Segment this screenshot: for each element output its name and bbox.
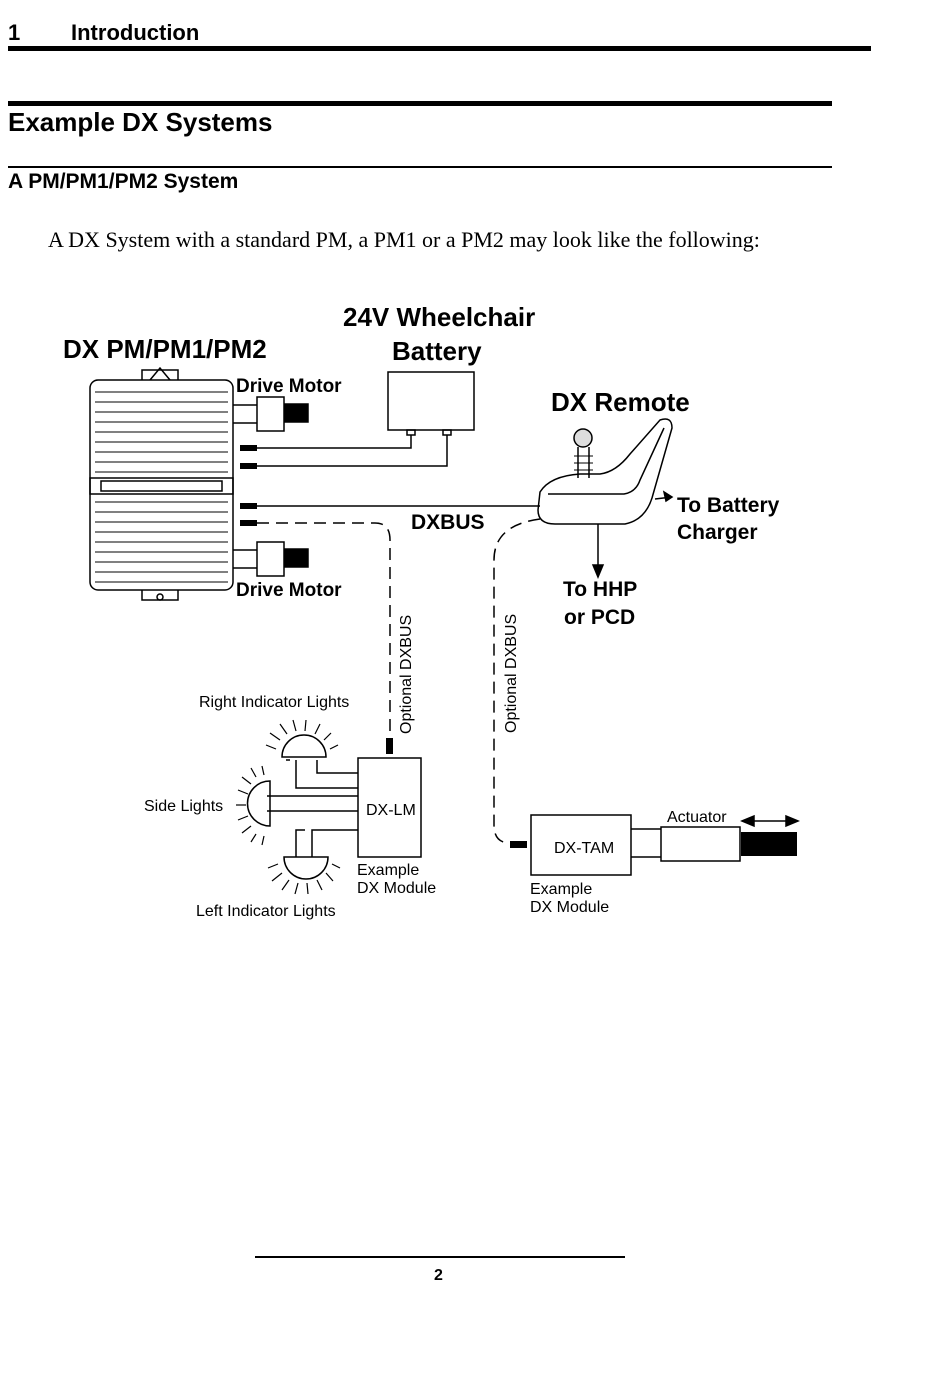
battery-cable <box>257 435 412 449</box>
left-indicator-label: Left Indicator Lights <box>196 903 336 920</box>
dx-lm-note-line1: Example <box>357 862 419 879</box>
dx-remote <box>537 418 673 525</box>
battery-title-line2: Battery <box>392 336 482 366</box>
dx-system-diagram: DX PM/PM1/PM2 24V Wheelchair Battery Dri… <box>63 302 800 920</box>
to-battery-label-line2: Charger <box>677 521 758 544</box>
left-indicator-lamp <box>267 856 341 895</box>
dxbus-label: DXBUS <box>411 511 485 534</box>
actuator-body <box>660 826 741 862</box>
dx-tam-note-line1: Example <box>530 881 592 898</box>
right-indicator-label: Right Indicator Lights <box>199 694 349 711</box>
subsection-title: A PM/PM1/PM2 System <box>8 170 239 193</box>
remote-title: DX Remote <box>551 387 690 417</box>
optional-dxbus-right-cable <box>493 518 541 844</box>
battery-title-line1: 24V Wheelchair <box>343 302 535 332</box>
intro-paragraph: A DX System with a standard PM, a PM1 or… <box>48 227 760 252</box>
dx-tam-label: DX-TAM <box>554 840 614 857</box>
drive-motor-top-label: Drive Motor <box>236 376 342 397</box>
section-title: Example DX Systems <box>8 107 273 137</box>
actuator-label: Actuator <box>667 809 727 826</box>
chapter-number: 1 <box>8 20 21 45</box>
subsection-rule <box>8 166 832 168</box>
right-indicator-lamp <box>265 719 339 758</box>
optional-dxbus-left-label: Optional DXBUS <box>398 615 415 734</box>
drive-motor-bottom-label: Drive Motor <box>236 580 342 601</box>
dx-lm-note-line2: DX Module <box>357 880 436 897</box>
optional-dxbus-right-label: Optional DXBUS <box>503 614 520 733</box>
drive-motor-connector-bottom <box>233 541 309 577</box>
drive-motor-connector-top <box>233 396 309 432</box>
dx-tam-note-line2: DX Module <box>530 899 609 916</box>
battery <box>387 371 475 436</box>
dx-tam-module <box>530 814 632 876</box>
pm-title: DX PM/PM1/PM2 <box>63 334 267 364</box>
chapter-title: Introduction <box>71 20 200 45</box>
header-rule <box>8 46 871 51</box>
page-number: 2 <box>434 1267 443 1284</box>
dx-lm-label: DX-LM <box>366 802 416 819</box>
pm-controller <box>89 366 234 601</box>
to-hhp-label-line2: or PCD <box>564 606 635 629</box>
to-battery-label-line1: To Battery <box>677 494 780 517</box>
side-light-lamp <box>236 765 271 846</box>
section-rule <box>8 101 832 106</box>
side-lights-label: Side Lights <box>144 798 223 815</box>
optional-dxbus-left-cable <box>257 522 391 738</box>
to-hhp-label-line1: To HHP <box>563 578 637 601</box>
dx-lm-module <box>357 757 422 858</box>
footer-rule <box>255 1256 625 1258</box>
